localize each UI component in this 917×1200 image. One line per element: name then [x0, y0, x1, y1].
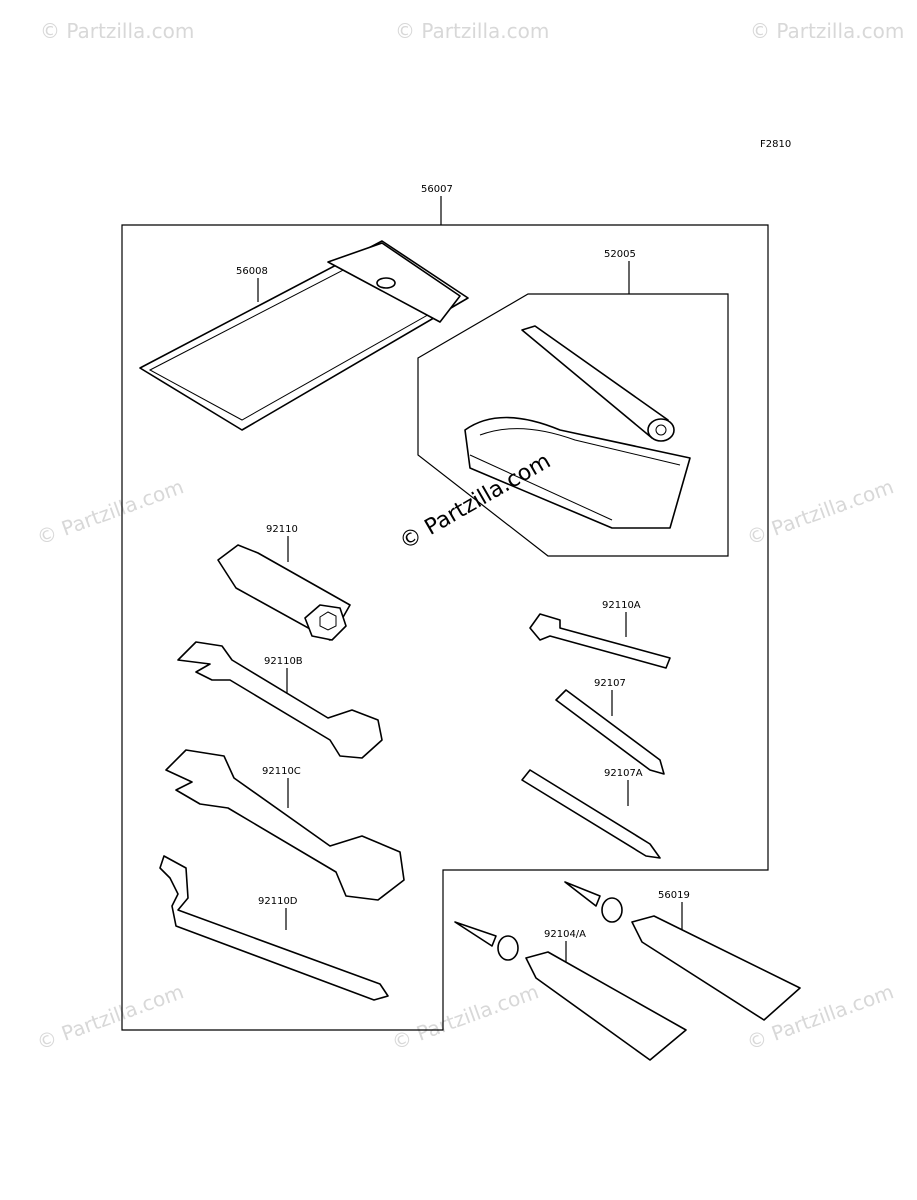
- bond-tube: [564, 881, 801, 1021]
- hex-key: [529, 613, 671, 669]
- repair-kit-bag: [464, 416, 691, 529]
- part-label-92110C[interactable]: 92110C: [262, 766, 301, 777]
- wrench-d: [159, 855, 389, 1001]
- part-label-56019[interactable]: 56019: [658, 890, 690, 901]
- tool-pouch: [139, 240, 469, 431]
- watermark: © Partzilla.com: [750, 19, 904, 43]
- part-label-92110B[interactable]: 92110B: [264, 656, 303, 667]
- diagram-code: F2810: [760, 139, 791, 150]
- part-label-92110[interactable]: 92110: [266, 524, 298, 535]
- part-label-92110A[interactable]: 92110A: [602, 600, 641, 611]
- grease-tube: [454, 921, 687, 1061]
- part-label-56008[interactable]: 56008: [236, 266, 268, 277]
- part-label-92110D[interactable]: 92110D: [258, 896, 298, 907]
- watermark: © Partzilla.com: [389, 979, 542, 1054]
- part-label-92107[interactable]: 92107: [594, 678, 626, 689]
- watermark: © Partzilla.com: [34, 979, 187, 1054]
- part-label-52005[interactable]: 52005: [604, 249, 636, 260]
- repair-kit-tool: [521, 325, 675, 442]
- wrench-b: [177, 641, 383, 759]
- watermark: © Partzilla.com: [40, 19, 194, 43]
- watermark-layer: © Partzilla.com © Partzilla.com © Partzi…: [34, 19, 905, 1055]
- part-label-56007[interactable]: 56007: [421, 184, 453, 195]
- screwdriver-a: [521, 769, 661, 859]
- watermark: © Partzilla.com: [34, 474, 187, 549]
- kit-outline: [121, 224, 769, 1031]
- screwdriver: [555, 689, 665, 775]
- part-label-92107A[interactable]: 92107A: [604, 768, 643, 779]
- repair-kit-outline: [417, 293, 729, 557]
- wrench-c: [165, 749, 405, 901]
- part-label-92104A[interactable]: 92104/A: [544, 929, 586, 940]
- plug-wrench: [217, 544, 351, 641]
- watermark: © Partzilla.com: [395, 19, 549, 43]
- watermark: © Partzilla.com: [744, 474, 897, 549]
